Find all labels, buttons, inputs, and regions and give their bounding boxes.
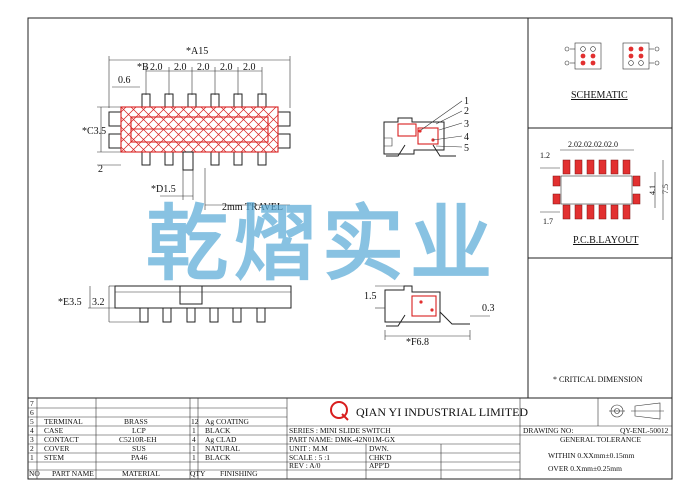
pcb-layout-panel: 2.02.02.02.02.0 1.2 1.7 4.1 7.5 P.C.B.LA… <box>540 140 670 246</box>
drawing-no-label: DRAWING NO: <box>523 426 573 435</box>
dim-t-label: 0.3 <box>482 303 495 314</box>
schematic-title: SCHEMATIC <box>571 90 628 101</box>
dim-e-label: *E3.5 <box>58 297 82 308</box>
part-no-7: 7 <box>30 399 34 408</box>
dwn-label: DWN. <box>369 444 389 453</box>
title-block: 7 6 5 TERMINAL BRASS 12 Ag COATING 4 CAS… <box>27 397 673 480</box>
tolerance-title: GENERAL TOLERANCE <box>560 435 641 444</box>
pitch-2: 2.0 <box>174 62 187 73</box>
company-name: QIAN YI INDUSTRIAL LIMITED <box>356 405 528 419</box>
part-name-label: PART NAME: DMK-42N01M-GX <box>289 435 396 444</box>
end-view: 1.5 0.3 *F6.8 <box>364 285 495 348</box>
part-finish-4: BLACK <box>205 426 231 435</box>
rev-label: REV : A/0 <box>289 461 321 470</box>
part-finish-5: Ag COATING <box>205 417 250 426</box>
scale-label: SCALE : 5 :1 <box>289 453 330 462</box>
pcb-dim-d: 7.5 <box>661 184 670 194</box>
dim-h-label: 1.5 <box>364 291 377 302</box>
projection-symbol-icon <box>609 402 664 420</box>
pcb-dim-b: 1.7 <box>543 217 553 226</box>
tolerance-over: OVER 0.Xmm±0.25mm <box>548 464 622 473</box>
part-no-5: 5 <box>30 417 34 426</box>
dim-a-label: *A15 <box>186 46 208 57</box>
top-view: *A15 *B 2.0 2.0 2.0 2.0 2.0 0.6 <box>82 46 291 213</box>
part-finish-1: BLACK <box>205 453 231 462</box>
dim-f-label: *F6.8 <box>406 337 429 348</box>
dim-edge-label: 0.6 <box>118 75 131 86</box>
part-material-3: C5210R-EH <box>119 435 157 444</box>
callout-1: 1 <box>464 96 469 107</box>
part-name-2: COVER <box>44 444 69 453</box>
header-part-name: PART NAME <box>52 469 94 478</box>
pcb-pitch-label: 2.02.02.02.02.0 <box>568 140 618 149</box>
part-name-1: STEM <box>44 453 64 462</box>
side-view: 1 2 3 4 5 <box>383 96 469 157</box>
header-finishing: FINISHING <box>220 469 258 478</box>
schematic-symbol-right <box>622 42 660 70</box>
appd-label: APP'D <box>369 461 390 470</box>
company-logo: Q <box>330 401 349 421</box>
dim-d-label: *D1.5 <box>151 184 176 195</box>
dim-side-label: 2 <box>98 164 103 175</box>
callout-4: 4 <box>464 132 469 143</box>
callout-2: 2 <box>464 106 469 117</box>
pcb-dim-c: 4.1 <box>648 185 657 195</box>
pcb-dim-a: 1.2 <box>540 151 550 160</box>
unit-label: UNIT : M.M <box>289 444 328 453</box>
drawing-no-value: QY-ENL-50012 <box>620 426 669 435</box>
part-name-4: CASE <box>44 426 64 435</box>
part-no-3: 3 <box>30 435 34 444</box>
watermark: 乾熠实业 <box>146 197 498 292</box>
dim-c-label: *C3.5 <box>82 126 106 137</box>
pitch-4: 2.0 <box>220 62 233 73</box>
pitch-5: 2.0 <box>243 62 256 73</box>
cover-hatch <box>120 106 279 153</box>
part-qty-3: 4 <box>192 435 196 444</box>
part-no-2: 2 <box>30 444 34 453</box>
part-material-2: SUS <box>132 444 146 453</box>
schematic-panel: SCHEMATIC <box>564 42 660 101</box>
part-qty-4: 1 <box>192 426 196 435</box>
pcb-title: P.C.B.LAYOUT <box>573 235 638 246</box>
front-view: *E3.5 3.2 <box>58 285 292 323</box>
part-no-4: 4 <box>30 426 34 435</box>
callout-5: 5 <box>464 143 469 154</box>
chkd-label: CHK'D <box>369 453 392 462</box>
callout-3: 3 <box>464 119 469 130</box>
header-no: NO <box>29 469 40 478</box>
header-material: MATERIAL <box>122 469 160 478</box>
part-qty-1: 1 <box>192 453 196 462</box>
tolerance-within: WITHIN 0.XXmm±0.15mm <box>548 451 635 460</box>
part-no-1: 1 <box>30 453 34 462</box>
part-qty-5: 12 <box>191 417 199 426</box>
part-finish-3: Ag CLAD <box>205 435 237 444</box>
pitch-3: 2.0 <box>197 62 210 73</box>
part-material-4: LCP <box>132 426 146 435</box>
part-material-5: BRASS <box>124 417 148 426</box>
schematic-symbol-left <box>564 42 602 70</box>
series-label: SERIES : MINI SLIDE SWITCH <box>289 426 391 435</box>
part-finish-2: NATURAL <box>205 444 240 453</box>
critical-dimension-note: * CRITICAL DIMENSION <box>553 375 643 384</box>
dim-b-label: *B <box>137 62 149 73</box>
pitch-1: 2.0 <box>150 62 163 73</box>
travel-label: 2mm TRAVEL <box>222 202 283 213</box>
part-material-1: PA46 <box>131 453 148 462</box>
part-qty-2: 1 <box>192 444 196 453</box>
part-name-5: TERMINAL <box>44 417 83 426</box>
dim-e2-label: 3.2 <box>92 297 105 308</box>
part-no-6: 6 <box>30 408 34 417</box>
header-qty: QTY <box>190 469 206 478</box>
part-name-3: CONTACT <box>44 435 79 444</box>
